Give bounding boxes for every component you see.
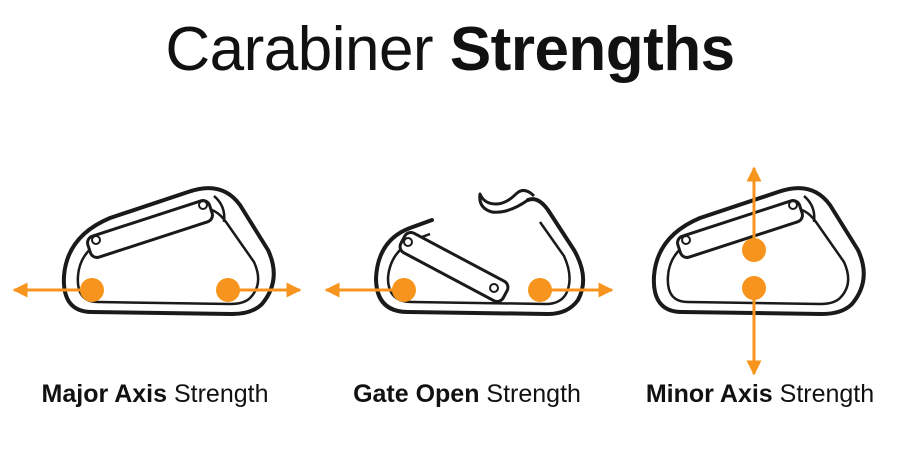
- load-point: [528, 278, 552, 302]
- caption-minor-axis: Minor Axis Strength: [620, 378, 900, 410]
- gate: [86, 199, 214, 259]
- caption-light: Strength: [479, 380, 581, 408]
- page-title: Carabiner Strengths: [0, 14, 900, 86]
- carabiner-major-axis: [12, 186, 302, 316]
- carabiner-minor-axis: [651, 166, 866, 376]
- caption-bold: Gate Open: [353, 380, 480, 408]
- carabiner-body-right: [406, 197, 586, 316]
- load-point: [80, 278, 104, 302]
- load-arrows: [324, 278, 614, 302]
- caption-light: Strength: [772, 380, 875, 408]
- load-point: [216, 278, 240, 302]
- load-arrows: [742, 166, 766, 376]
- caption-light: Strength: [167, 380, 269, 408]
- carabiner-body: [61, 186, 276, 316]
- title-bold: Strengths: [449, 15, 735, 84]
- caption-bold: Minor Axis: [645, 380, 773, 408]
- carabiner-gate-open: [324, 189, 614, 316]
- title-light: Carabiner: [165, 15, 434, 84]
- caption-major-axis: Major Axis Strength: [10, 378, 300, 410]
- gate: [676, 199, 804, 259]
- gate-open: [398, 231, 510, 303]
- caption-gate-open: Gate Open Strength: [322, 378, 612, 410]
- load-point: [742, 276, 766, 300]
- nose-hook: [478, 189, 536, 214]
- carabiner-body: [651, 186, 866, 316]
- load-arrows: [12, 278, 302, 302]
- load-point: [392, 278, 416, 302]
- caption-bold: Major Axis: [41, 380, 168, 408]
- carabiner-body: [374, 218, 434, 314]
- load-point: [742, 238, 766, 262]
